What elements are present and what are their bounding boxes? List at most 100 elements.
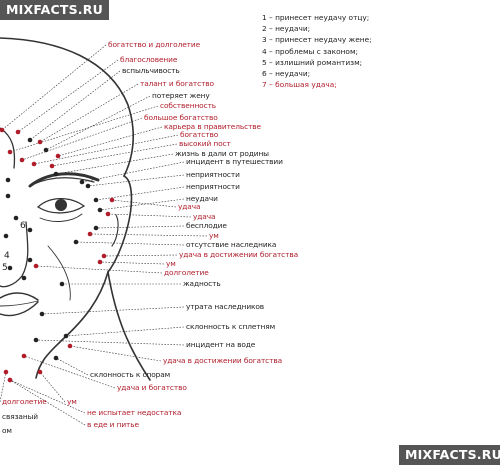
zone-label: утрата наследников [186, 302, 265, 311]
face-point [15, 129, 21, 135]
face-point [21, 275, 27, 281]
legend-item: 5 – излишний романтизм; [262, 57, 363, 67]
leader-line [89, 233, 208, 237]
zone-label: удача в достижении богатства [179, 250, 299, 259]
zone-label: благословение [120, 55, 178, 64]
zone-label: инцидент на воде [186, 340, 256, 349]
zone-label: талант и богатство [140, 79, 214, 88]
zone-label: ум [166, 259, 176, 268]
face-point [5, 193, 11, 199]
legend-item: 7 – большая удача; [262, 80, 337, 90]
mouth-upper [0, 292, 39, 301]
face-point [27, 257, 33, 263]
zone-label: богатство и долголетие [108, 40, 201, 49]
leader-line [95, 225, 185, 229]
zone-label: долголетие [164, 268, 209, 277]
forehead-edge [0, 127, 16, 169]
leader-line [57, 126, 163, 157]
zone-label: не испытает недостатка [87, 408, 182, 417]
face-point [27, 227, 33, 233]
leader-line [87, 174, 185, 187]
face-point [3, 369, 9, 375]
leader-line [99, 198, 185, 211]
face-point [53, 355, 59, 361]
legend-item: 1 – принесет неудачу отцу; [262, 13, 370, 22]
legend: 1 – принесет неудачу отцу;2 – неудачи;3 … [262, 12, 372, 90]
face-point [27, 137, 33, 143]
zone-label: склонность к сплетням [186, 322, 276, 331]
face-point [93, 197, 99, 203]
leader-line [111, 199, 177, 208]
face-point [53, 171, 59, 177]
ear-outline [107, 175, 133, 273]
leader-line [55, 357, 89, 376]
face-point [37, 139, 43, 145]
zone-label: долголетие [2, 397, 47, 406]
leader-line [35, 265, 163, 274]
face-point [73, 239, 79, 245]
face-point [101, 253, 107, 259]
leader-line [95, 186, 185, 201]
leader-line [23, 355, 116, 389]
leader-line [17, 59, 119, 133]
face-point [55, 153, 61, 159]
zone-label: собственность [160, 101, 217, 110]
zone-label: удача [193, 212, 216, 221]
face-point [33, 337, 39, 343]
face-point [19, 157, 25, 163]
leader-line [1, 44, 107, 131]
leader-line [51, 143, 178, 167]
face-point [0, 127, 5, 133]
leader-line [9, 105, 159, 153]
leader-line [35, 339, 185, 346]
zone-label: жизнь в дали от родины [175, 149, 269, 158]
face-point [7, 377, 13, 383]
face-number: 5 [2, 263, 8, 273]
leader-line [33, 134, 179, 165]
zone-label: склонность к спорам [90, 370, 171, 379]
mouth-lower [0, 301, 39, 317]
zone-label: вспыльчивость [122, 66, 180, 75]
legend-item: 6 – неудачи; [262, 69, 311, 79]
zone-label: большое богатство [144, 113, 218, 122]
zone-label: ум [209, 231, 219, 240]
zone-label: неприятности [186, 170, 240, 179]
zone-label: связаный [2, 412, 38, 421]
zone-label: неудачи [186, 194, 218, 203]
zone-label: инцидент в путешествии [186, 157, 283, 166]
leader-line [39, 83, 139, 143]
face-point [97, 207, 103, 213]
face-point [43, 147, 49, 153]
watermark-bottom: MIXFACTS.RU [399, 445, 500, 465]
face-point [109, 197, 115, 203]
leader-line [0, 371, 7, 403]
legend-item: 2 – неудачи; [262, 24, 311, 34]
zone-label: в еде и питье [87, 420, 139, 429]
ear-inner [111, 214, 119, 247]
eye-outline [36, 197, 86, 214]
leader-line [21, 117, 143, 161]
zone-label: высокий пост [179, 139, 231, 148]
legend-item: 4 – проблемы с законом; [262, 46, 359, 56]
zone-label: жадность [183, 279, 221, 288]
face-point [59, 281, 65, 287]
face-number: 6 [20, 221, 26, 231]
leader-line [9, 379, 86, 426]
face-point [105, 211, 111, 217]
head-outline [0, 37, 134, 177]
face-point [5, 177, 11, 183]
leader-line [29, 70, 121, 141]
zone-label: удача и богатство [117, 383, 187, 392]
face-point [93, 225, 99, 231]
face-point [85, 183, 91, 189]
face-point [79, 179, 85, 185]
leader-line [107, 213, 192, 218]
face-point [37, 369, 43, 375]
zone-label: потеряет жену [152, 91, 210, 100]
leader-line [81, 161, 185, 183]
zone-label: неприятности [186, 182, 240, 191]
eye-iris [55, 199, 67, 211]
zone-label: богатство [180, 130, 219, 139]
